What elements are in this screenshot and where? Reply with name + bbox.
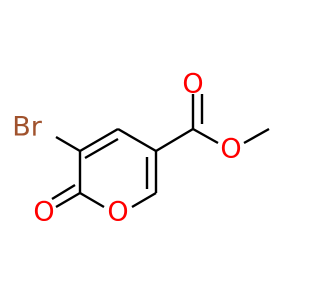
bond-o1-c2 <box>79 191 105 209</box>
bromine-atom-label: Br <box>12 112 43 143</box>
ring-carbonyl <box>51 183 81 209</box>
bond-c2-o-double-a <box>55 191 81 209</box>
bond-ester-c-o-single <box>192 127 219 145</box>
structure-canvas: Br O O O O <box>12 68 270 228</box>
ester-carbonyl-oxygen-atom-label: O <box>182 69 203 100</box>
methyl-ester-group <box>155 94 270 153</box>
ring-oxygen-atom-label: O <box>107 197 128 228</box>
bond-c4-c5 <box>117 127 157 153</box>
molecule-diagram: Br O O O O <box>12 69 270 228</box>
pyranone-ring <box>78 127 158 209</box>
bond-c3-c4 <box>79 127 119 153</box>
bond-o-methyl <box>243 127 270 145</box>
carbonyl-oxygen-atom-label: O <box>33 197 54 228</box>
bond-c5-ester-carbon <box>155 127 194 153</box>
bond-c2-o-double-b <box>51 183 76 201</box>
bond-c6-o1 <box>131 191 157 209</box>
bond-c3-br <box>55 135 81 153</box>
ester-ether-oxygen-atom-label: O <box>220 134 241 165</box>
bond-c3-c4-double <box>84 137 119 160</box>
